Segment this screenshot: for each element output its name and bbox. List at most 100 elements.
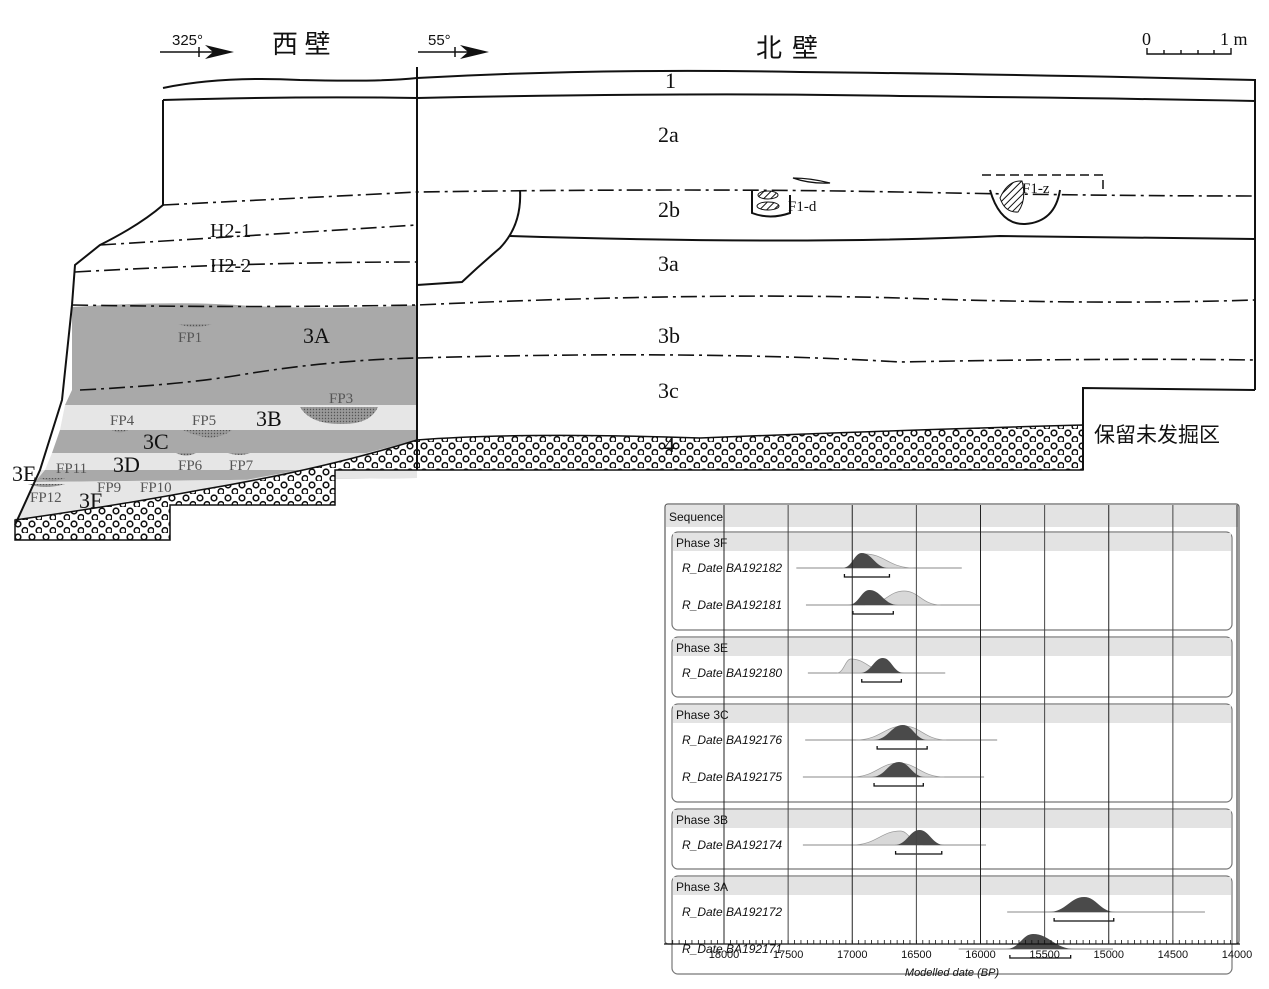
north-wall-orientation: 55° bbox=[418, 32, 489, 59]
layer-label-3a: 3a bbox=[658, 251, 679, 276]
layer-label-h2-1: H2-1 bbox=[210, 220, 251, 242]
unexcavated-area-label: 保留未发掘区 bbox=[1094, 423, 1220, 447]
layer-label-4: 4 bbox=[664, 432, 675, 457]
date-label: R_Date BA192182 bbox=[682, 561, 782, 575]
phase-label: Phase 3F bbox=[676, 536, 727, 550]
pit-f1-z bbox=[989, 189, 1061, 226]
fp-label: FP12 bbox=[30, 490, 62, 506]
arrow-icon bbox=[205, 45, 234, 59]
layer-3c-fill bbox=[52, 430, 417, 453]
date-row: R_Date BA192182 bbox=[682, 553, 962, 578]
fireplace-fp3 bbox=[300, 407, 378, 425]
feature-label-f1-z: F1-z bbox=[1022, 181, 1050, 197]
layer-label-3b-west: 3B bbox=[256, 406, 282, 431]
north-wall-title: 北壁 bbox=[756, 34, 828, 63]
date-row: R_Date BA192180 bbox=[682, 658, 946, 683]
layer-label-3d-west: 3D bbox=[113, 452, 140, 477]
date-row: R_Date BA192175 bbox=[682, 762, 985, 787]
phase-header bbox=[673, 533, 1231, 551]
posterior-distribution bbox=[894, 830, 945, 845]
phase-group: Phase 3E R_Date BA192180 bbox=[671, 636, 1233, 698]
fireplace-fp12 bbox=[28, 484, 65, 487]
north-azimuth: 55° bbox=[428, 32, 451, 49]
date-row: R_Date BA192172 bbox=[682, 897, 1205, 922]
fireplace-fp4 bbox=[112, 430, 128, 433]
scale-end: 1 m bbox=[1220, 29, 1248, 49]
phase-label: Phase 3C bbox=[676, 708, 729, 722]
layer-label-2a: 2a bbox=[658, 122, 679, 147]
date-label: R_Date BA192180 bbox=[682, 666, 782, 680]
layer-label-3e-west: 3E bbox=[12, 461, 36, 486]
layer-label-3a-west: 3A bbox=[303, 323, 330, 348]
hpd-95-bracket bbox=[876, 746, 928, 750]
x-tick-label: 17000 bbox=[837, 949, 868, 961]
layer-label-3c: 3c bbox=[658, 378, 679, 403]
phase-header bbox=[673, 877, 1231, 895]
fp-label: FP9 bbox=[97, 480, 121, 496]
hpd-95-bracket bbox=[861, 679, 903, 683]
date-row: R_Date BA192171 bbox=[682, 934, 1113, 959]
hpd-95-bracket bbox=[1009, 955, 1072, 959]
posterior-distribution bbox=[859, 658, 905, 673]
layer-label-3f-west: 3F bbox=[79, 488, 102, 513]
gravel-layer-4 bbox=[14, 424, 1084, 541]
phase-header bbox=[673, 810, 1231, 828]
x-tick-label: 14500 bbox=[1158, 949, 1189, 961]
layer-label-2b: 2b bbox=[658, 197, 680, 222]
posterior-distribution bbox=[1006, 934, 1076, 949]
x-axis-title: Modelled date (BP) bbox=[905, 967, 999, 979]
date-label: R_Date BA192181 bbox=[682, 598, 782, 612]
fireplace-fp11 bbox=[40, 478, 65, 481]
phase-header bbox=[673, 638, 1231, 656]
fireplace-fp1 bbox=[178, 324, 212, 327]
layer-label-3c-west: 3C bbox=[143, 429, 169, 454]
phase-label: Phase 3A bbox=[676, 880, 728, 894]
date-row: R_Date BA192174 bbox=[682, 830, 987, 855]
hpd-95-bracket bbox=[873, 783, 924, 787]
posterior-distribution bbox=[842, 553, 889, 568]
fp-label: FP11 bbox=[56, 461, 87, 477]
stratigraphic-section: 1 2a 2b 3a 3b 3c 4 F1-d F1-z 保留未发掘区 H2-1… bbox=[12, 67, 1256, 541]
date-label: R_Date BA192172 bbox=[682, 905, 782, 919]
x-tick-label: 15500 bbox=[1029, 949, 1060, 961]
layer-label-1: 1 bbox=[665, 68, 676, 93]
fireplace-fp6 bbox=[176, 453, 196, 456]
hpd-95-bracket bbox=[843, 574, 891, 578]
fireplace-fp7 bbox=[228, 453, 250, 455]
phase-label: Phase 3B bbox=[676, 813, 728, 827]
x-tick-label: 14000 bbox=[1222, 949, 1253, 961]
date-row: R_Date BA192181 bbox=[682, 590, 982, 615]
hpd-95-bracket bbox=[1053, 918, 1115, 922]
fp-label: FP10 bbox=[140, 480, 172, 496]
fp-label: FP7 bbox=[229, 458, 254, 474]
posterior-distribution bbox=[871, 762, 926, 777]
layer-3f-lower bbox=[15, 440, 417, 522]
arrow-icon bbox=[460, 45, 489, 59]
layer-label-3b: 3b bbox=[658, 323, 680, 348]
posterior-distribution bbox=[1048, 897, 1116, 912]
x-tick-label: 15000 bbox=[1093, 949, 1124, 961]
hpd-95-bracket bbox=[852, 611, 894, 615]
scale-start: 0 bbox=[1142, 29, 1151, 49]
x-tick-label: 17500 bbox=[773, 949, 804, 961]
sequence-label: Sequence bbox=[669, 510, 723, 524]
date-row: R_Date BA192176 bbox=[682, 725, 998, 750]
date-label: R_Date BA192171 bbox=[682, 942, 782, 956]
date-label: R_Date BA192174 bbox=[682, 838, 782, 852]
x-tick-label: 16000 bbox=[965, 949, 996, 961]
west-wall-title: 西 壁 bbox=[272, 30, 331, 59]
posterior-distribution bbox=[873, 725, 928, 740]
x-tick-label: 18000 bbox=[709, 949, 740, 961]
feature-label-f1-d: F1-d bbox=[788, 199, 817, 215]
fireplace-fp5 bbox=[183, 430, 232, 438]
hpd-95-bracket bbox=[894, 851, 943, 855]
fp-label: FP6 bbox=[178, 458, 203, 474]
phase-label: Phase 3E bbox=[676, 641, 728, 655]
x-tick-label: 16500 bbox=[901, 949, 932, 961]
fp-label: FP5 bbox=[192, 413, 216, 429]
posterior-distribution bbox=[848, 590, 899, 605]
